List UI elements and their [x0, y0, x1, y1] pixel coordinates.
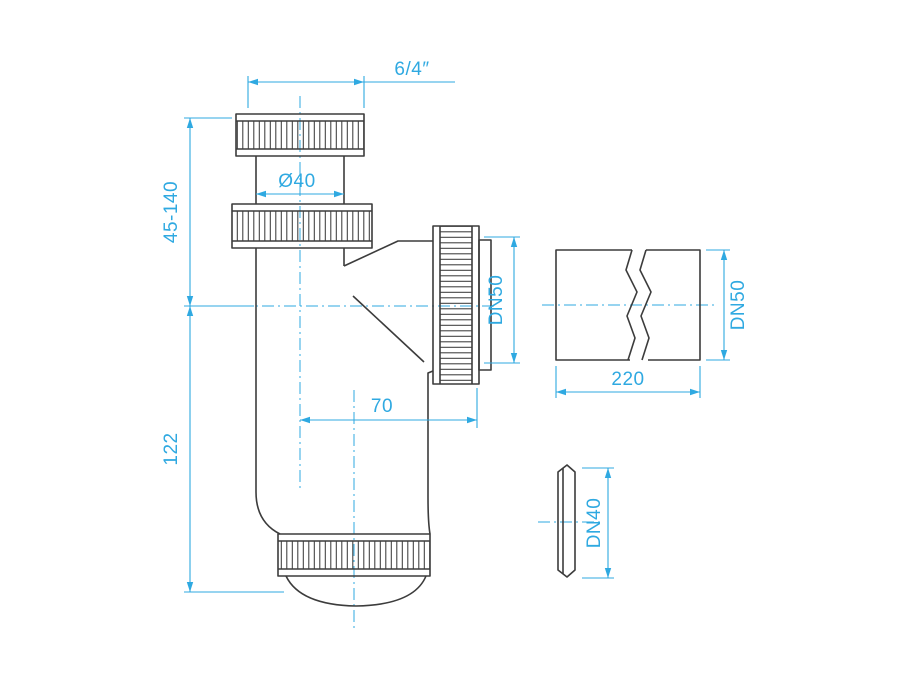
arrowhead [186, 582, 194, 592]
dim-adjustable-height: 45-140 [161, 117, 254, 307]
dim-label-body-height: 122 [161, 432, 182, 465]
bottle-left-flare [255, 491, 281, 535]
arrowhead [248, 78, 258, 86]
dim-label-pipe-diameter: DN50 [728, 280, 749, 331]
dim-outlet-length: 70 [300, 388, 478, 428]
dim-inlet-diameter: Ø40 [256, 171, 344, 198]
dim-pipe-length: 220 [555, 366, 701, 398]
pipe-right-part [646, 249, 701, 361]
top-nut-ribs [236, 121, 364, 149]
dim-label-adjustable-height: 45-140 [161, 181, 182, 243]
arrowhead [334, 190, 344, 198]
arrowhead [354, 78, 364, 86]
outlet-end-spigot [478, 239, 492, 371]
dim-label-top-thread: 6/4″ [394, 59, 429, 80]
arrowhead [604, 568, 612, 578]
lock-nut [231, 203, 373, 249]
trap-bottle [255, 240, 434, 535]
bottle-trap-body [231, 113, 492, 607]
arrowhead [720, 350, 728, 360]
branch-top-edge [343, 240, 433, 267]
arrowhead [186, 118, 194, 128]
pipe-left-part [555, 249, 632, 361]
outlet-nut [432, 225, 492, 385]
arrowhead [556, 388, 566, 396]
internal-diagonal-edge [352, 295, 425, 363]
bottom-cup [277, 533, 431, 607]
arrowhead [186, 296, 194, 306]
top-nut [235, 113, 365, 157]
bottle-right-flare [427, 496, 431, 535]
lock-nut-ribs [232, 211, 372, 241]
dim-label-washer-diameter: DN40 [584, 498, 605, 549]
washer-outline [557, 464, 576, 578]
break-line [639, 249, 652, 361]
outlet-nut-ribs [440, 226, 472, 384]
arrowhead [604, 468, 612, 478]
outlet-pipe-section [555, 249, 701, 361]
dim-body-height: 122 [161, 306, 284, 593]
cone-washer [557, 464, 576, 578]
arrowhead [690, 388, 700, 396]
dim-washer-diameter: DN40 [582, 467, 614, 579]
arrowhead [467, 416, 477, 424]
arrowhead [510, 353, 518, 363]
dim-outlet-diameter: DN50 [484, 236, 520, 364]
break-line [625, 249, 638, 361]
dim-top-thread: 6/4″ [247, 59, 455, 108]
dim-label-pipe-length: 220 [611, 369, 644, 390]
bottle-right-wall [427, 370, 434, 497]
dim-pipe-diameter: DN50 [706, 249, 749, 361]
inlet-neck [255, 156, 345, 204]
arrowhead [720, 250, 728, 260]
dim-label-outlet-length: 70 [371, 396, 393, 417]
arrowhead [510, 237, 518, 247]
cup-dome [285, 575, 427, 607]
arrowhead [256, 190, 266, 198]
dim-label-outlet-diameter: DN50 [486, 275, 507, 326]
arrowhead [186, 306, 194, 316]
dim-label-inlet-diameter: Ø40 [278, 171, 315, 192]
arrowhead [300, 416, 310, 424]
cup-nut-ribs [278, 541, 430, 569]
